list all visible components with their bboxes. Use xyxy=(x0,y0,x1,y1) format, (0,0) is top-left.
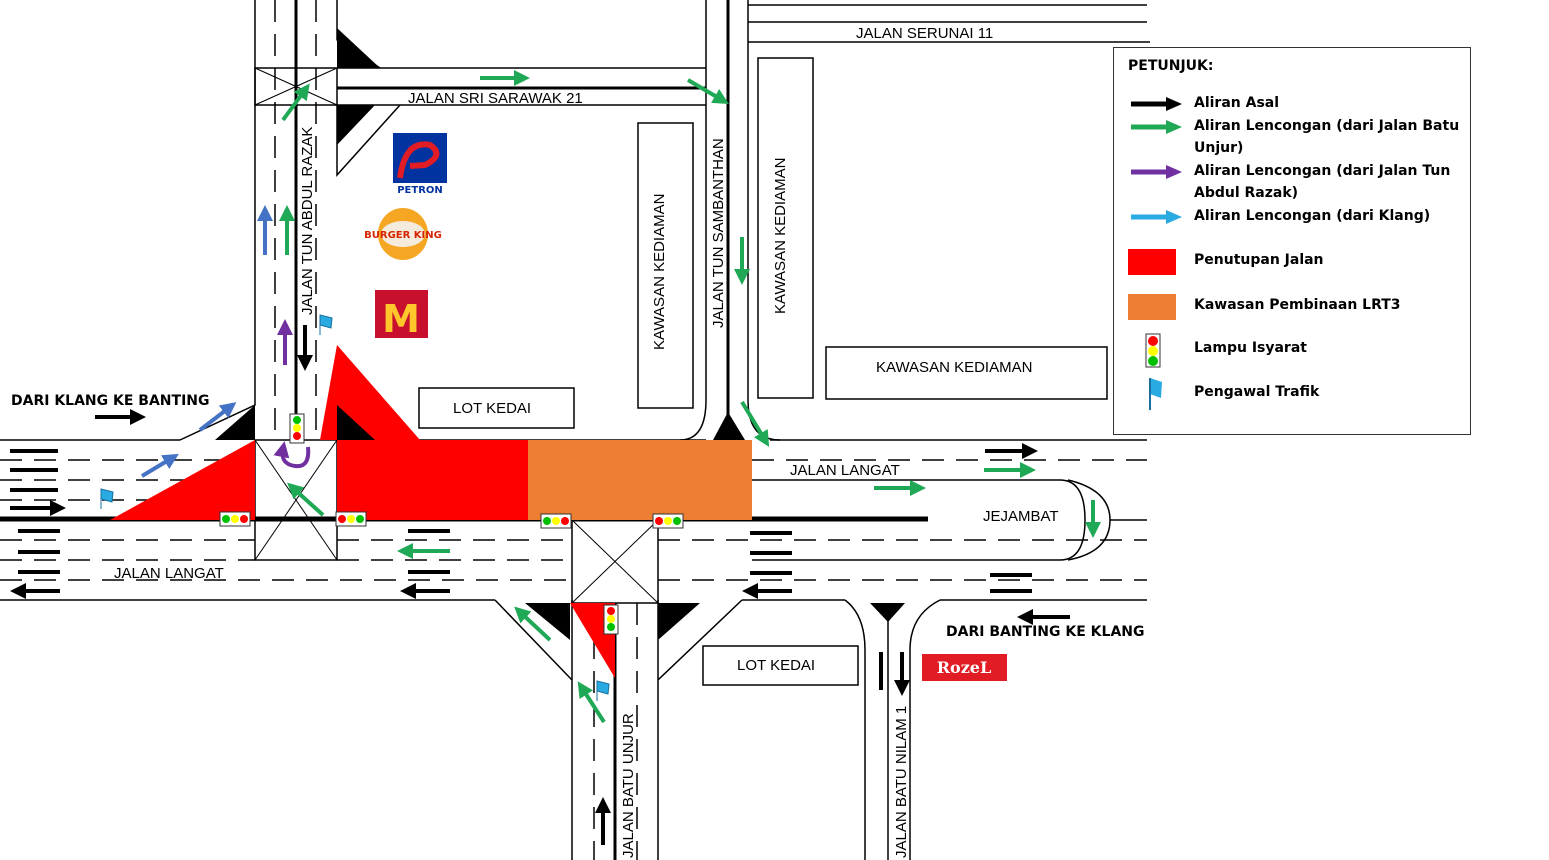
road-label-jalan-langat-east: JALAN LANGAT xyxy=(790,462,900,479)
road-label-tun-abdul-razak: JALAN TUN ABDUL RAZAK xyxy=(299,127,316,315)
red-box-icon xyxy=(1128,249,1176,275)
area-label-lot-kedai: LOT KEDAI xyxy=(453,400,531,417)
area-label-kawasan-kediaman: KAWASAN KEDIAMAN xyxy=(651,194,668,350)
diversion-arrows-batu-unjur xyxy=(279,70,1101,724)
buildings xyxy=(418,57,1108,686)
diversion-arrows-klang xyxy=(140,205,273,478)
flag-icon xyxy=(100,488,114,509)
road-label-jalan-langat-west: JALAN LANGAT xyxy=(114,565,224,582)
flag-icon xyxy=(1149,378,1162,410)
legend: PETUNJUK: Aliran Asal Aliran Lencongan (… xyxy=(1113,47,1471,435)
purple-arrow-icon xyxy=(1131,165,1182,179)
svg-text:M: M xyxy=(382,297,420,341)
road-label-serunai-11: JALAN SERUNAI 11 xyxy=(856,25,993,42)
rozel-logo: RozeL xyxy=(922,654,1007,681)
road-label-sri-sarawak-21: JALAN SRI SARAWAK 21 xyxy=(408,90,583,107)
traffic-light-icon xyxy=(335,511,367,527)
traffic-light-icon xyxy=(219,511,251,527)
burger-king-logo: BURGER KING xyxy=(364,208,442,260)
traffic-light-icon xyxy=(603,604,619,635)
area-label-kawasan-kediaman: KAWASAN KEDIAMAN xyxy=(772,158,789,314)
direction-klang-to-banting: DARI KLANG KE BANTING xyxy=(11,393,209,409)
traffic-light-icon xyxy=(289,413,305,444)
green-arrow-icon xyxy=(1131,120,1182,134)
traffic-lights xyxy=(219,413,684,635)
petron-logo: PETRON xyxy=(393,133,447,196)
area-label-kawasan-kediaman: KAWASAN KEDIAMAN xyxy=(876,359,1032,376)
mcdonalds-logo: M xyxy=(375,290,428,341)
road-label-tun-sambanthan: JALAN TUN SAMBANTHAN xyxy=(710,138,727,328)
road-label-batu-nilam-1: JALAN BATU NILAM 1 xyxy=(893,706,910,858)
orange-box-icon xyxy=(1128,294,1176,320)
road-edges xyxy=(0,0,1150,860)
black-arrow-icon xyxy=(1131,97,1182,111)
svg-text:BURGER KING: BURGER KING xyxy=(364,230,442,241)
diversion-arrows-tun-abdul-razak xyxy=(273,319,311,469)
svg-text:RozeL: RozeL xyxy=(937,658,991,677)
flag-icon xyxy=(596,680,610,701)
flag-icon xyxy=(319,314,333,335)
traffic-warden-flags xyxy=(100,314,610,701)
road-label-jejambat: JEJAMBAT xyxy=(983,508,1059,525)
original-flow-arrows xyxy=(10,325,1070,845)
svg-text:PETRON: PETRON xyxy=(397,185,443,196)
traffic-light-icon xyxy=(540,513,572,529)
lrt3-construction-zone xyxy=(528,440,752,520)
lane-markings xyxy=(0,0,1147,860)
cyan-arrow-icon xyxy=(1131,210,1182,224)
traffic-light-icon xyxy=(1145,333,1161,368)
traffic-light-icon xyxy=(652,513,684,529)
road-label-batu-unjur: JALAN BATU UNJUR xyxy=(620,713,637,858)
corner-islands xyxy=(215,28,905,640)
area-label-lot-kedai: LOT KEDAI xyxy=(737,657,815,674)
legend-title: PETUNJUK: xyxy=(1128,58,1214,74)
direction-banting-to-klang: DARI BANTING KE KLANG xyxy=(946,624,1144,640)
